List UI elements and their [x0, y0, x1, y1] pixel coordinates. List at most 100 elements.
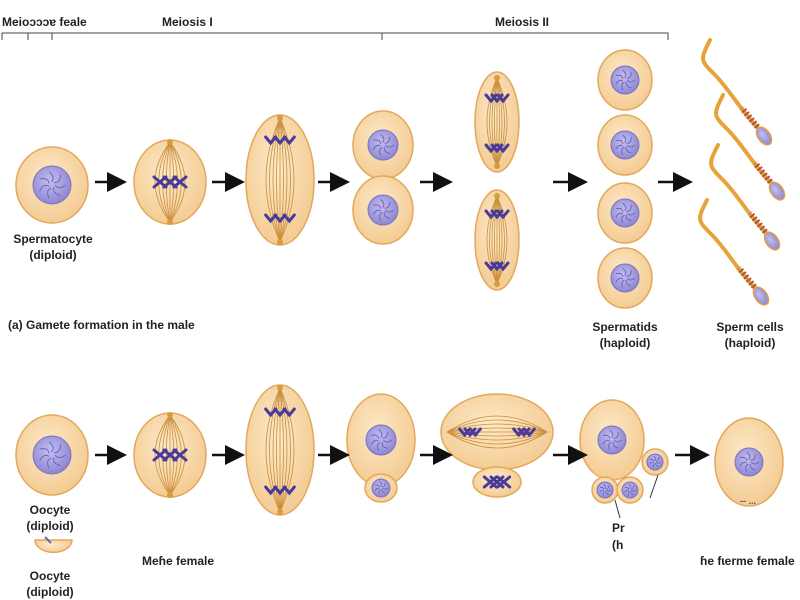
spermatocyte-nucleus-chromatin — [48, 171, 54, 183]
male-metaphase-spindle-fiber — [169, 141, 186, 223]
male-daughter-top-nucleus-chromatin — [385, 144, 395, 148]
male-m2-bottom-spindle-pole-top — [494, 193, 500, 199]
male-daughter-top-nucleus-chromatin — [372, 144, 382, 150]
female-ovum-nucleus-chromatin — [608, 441, 612, 450]
spermatid-nucleus-1-chromatin — [626, 79, 636, 83]
female-ovum-nucleus-chromatin — [612, 441, 619, 449]
male-metaphase-spindle-pole-bottom — [167, 219, 173, 225]
male-daughter-bottom-nucleus-chromatin — [372, 209, 382, 215]
female-secondary-oocyte-nucleus-chromatin — [381, 441, 388, 449]
male-anaphase-spindle-fiber — [279, 117, 288, 243]
female-egg-nucleus-body — [734, 447, 764, 477]
female-anaphase-spindle-pole-top — [277, 385, 283, 391]
female-polar-body-1-nucleus-chromatin — [655, 457, 660, 462]
female-ovum-nucleus-chromatin — [602, 434, 611, 440]
oocyte-nucleus-chromatin — [48, 441, 54, 453]
spermatid-nucleus-2 — [610, 130, 640, 160]
female-ovum-nucleus-chromatin — [602, 439, 611, 445]
male-caption-prefix: (a) — [8, 318, 23, 332]
sperm-cell-4-head — [752, 286, 770, 306]
spermatid-nucleus-4-chromatin — [615, 272, 624, 278]
female-m2-polar-chromosomes-chromosome — [496, 475, 512, 489]
female-m2-polar-chromosomes — [482, 475, 512, 489]
sperm-cell-2 — [714, 93, 786, 201]
spermatid-nucleus-3-chromatin — [626, 212, 636, 216]
female-first-polar-body-nucleus-chromatin — [381, 489, 386, 494]
female-polar-body-2-nucleus-chromatin — [602, 490, 605, 496]
female-polar-body-3-nucleus-chromatin — [624, 489, 630, 493]
oocyte2-label: Oocyte — [29, 569, 71, 583]
male-anaphase-spindle-pole-top — [277, 115, 283, 121]
male-anaphase-top-chromosome — [273, 135, 287, 146]
male-m2-bottom-spindle-pole-bottom — [494, 281, 500, 287]
female-first-polar-body-nucleus-chromatin — [378, 488, 381, 495]
male-anaphase-spindle-fiber — [265, 117, 281, 243]
female-ovum-nucleus — [597, 425, 627, 455]
male-metaphase-spindle-fiber — [169, 141, 178, 223]
male-metaphase-chromosomes-chromosome — [172, 175, 188, 189]
male-daughter-top-nucleus-chromatin — [373, 139, 382, 144]
spermatid-nucleus-2-body — [610, 130, 640, 160]
female-metaphase-spindle-fiber — [169, 414, 186, 496]
spermatid-nucleus-2-chromatin — [615, 139, 624, 145]
male-m2-top-spindle-fiber — [491, 77, 498, 167]
female-secondary-oocyte-nucleus-chromatin — [378, 429, 383, 438]
female-egg-nucleus-chromatin — [749, 463, 756, 471]
male-daughter-top-nucleus-chromatin — [380, 134, 385, 143]
spermatids-label: Spermatids — [592, 320, 658, 334]
spermatocyte-nucleus-chromatin — [39, 184, 50, 192]
spermatid-nucleus-3-chromatin — [621, 214, 625, 223]
male-daughter-top-nucleus-body — [367, 129, 399, 161]
male-m2-bottom-spindle-fiber — [491, 195, 498, 285]
spermatocyte-ploidy-label: (diploid) — [29, 248, 77, 262]
male-anaphase-spindle — [265, 115, 295, 245]
female-ovum-nucleus-chromatin — [613, 439, 623, 443]
male-m2-top-chrom-a-chromosome — [496, 93, 510, 104]
female-anaphase-spindle-fiber — [276, 387, 281, 513]
female-polar-body-2-nucleus — [596, 481, 614, 499]
oocyte-nucleus-chromatin — [53, 457, 61, 467]
male-m2-bottom-spindle — [486, 193, 508, 287]
female-m2-spindle-fiber — [446, 431, 548, 445]
female-metaphase-spindle-fiber — [154, 414, 171, 496]
oocyte-nucleus — [32, 435, 72, 475]
female-anaphase-spindle-fiber — [265, 387, 281, 513]
male-daughter-bottom-nucleus-chromatin — [383, 211, 390, 219]
meiosis-2-header: Meiosis II — [495, 15, 550, 29]
male-metaphase-spindle-fiber — [165, 141, 171, 223]
spermatid-nucleus-4-chromatin — [622, 267, 627, 277]
spermatid-nucleus-1 — [610, 65, 640, 95]
female-polar-body-3-nucleus-chromatin — [627, 490, 630, 496]
female-first-polar-body-nucleus-chromatin — [375, 484, 381, 488]
male-m2-bottom-chrom-b — [484, 261, 510, 272]
male-metaphase-spindle-fiber — [154, 141, 171, 223]
female-polar-body-2-nucleus-chromatin — [599, 486, 605, 490]
oocyte-fragment-nucleus — [44, 536, 52, 544]
female-polar-body-2-nucleus-chromatin — [603, 484, 606, 490]
male-m2-top-spindle-fiber — [494, 77, 498, 167]
sperm-cell-3-head — [763, 231, 781, 251]
spermatocyte-nucleus-chromatin — [54, 184, 66, 189]
female-polar-body-2-nucleus-chromatin — [599, 489, 605, 493]
spermatid-nucleus-4-chromatin — [621, 279, 625, 288]
male-anaphase-top-chromosome — [282, 135, 296, 146]
male-caption-text: Gamete formation in the male — [26, 318, 195, 332]
female-anaphase-spindle-fiber — [279, 387, 284, 513]
female-secondary-oocyte-nucleus — [365, 424, 397, 456]
sperm-cells-label: Sperm cells — [716, 320, 784, 334]
male-daughter-top-nucleus-chromatin — [383, 146, 390, 154]
male-anaphase-spindle-fiber — [272, 117, 281, 243]
sperm-cell-3-midpiece — [747, 211, 771, 237]
female-polar-body-1-nucleus-chromatin — [653, 456, 656, 462]
spermatid-nucleus-1-chromatin — [621, 81, 625, 90]
female-polar-body-3-nucleus-chromatin — [628, 484, 631, 490]
sperm-cell-2-midpiece — [752, 161, 776, 187]
spermatid-nucleus-1-chromatin — [625, 81, 632, 89]
spermatocyte-label: Spermatocyte — [13, 232, 93, 246]
male-m2-top-spindle-fiber — [496, 77, 508, 167]
female-metaphase-spindle-fiber — [162, 414, 171, 496]
spermatid-nucleus-2-chromatin — [622, 134, 627, 144]
male-metaphase-spindle-fiber — [162, 141, 171, 223]
male-m2-top-chrom-b — [484, 143, 510, 154]
spermatocyte-nucleus-body — [32, 165, 72, 205]
